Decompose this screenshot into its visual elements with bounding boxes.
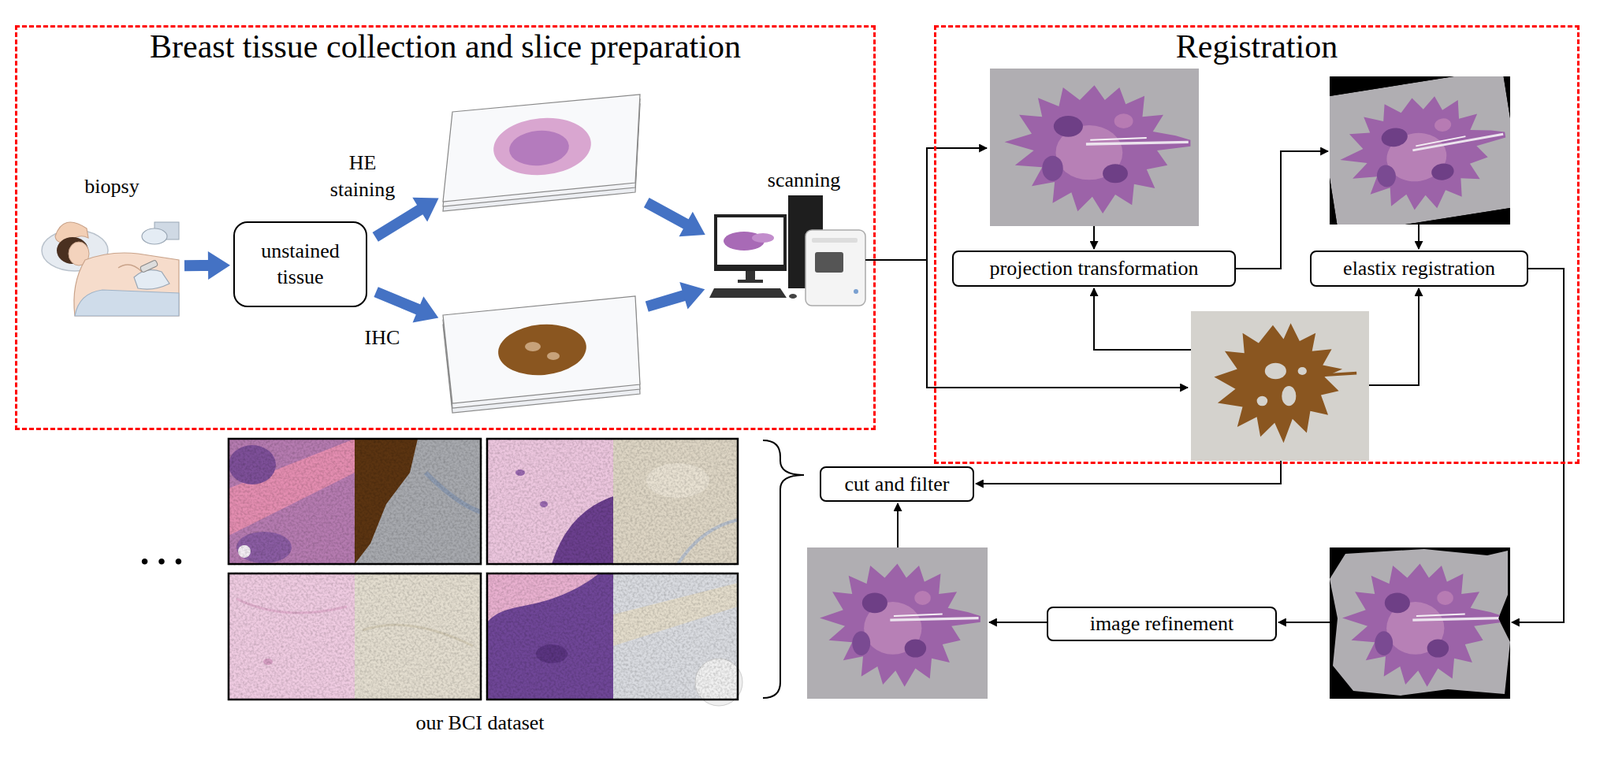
block-arrow — [645, 282, 705, 313]
figure-label: biopsy — [40, 174, 183, 199]
registration-images — [1329, 76, 1511, 225]
biopsy-illustration — [139, 260, 158, 274]
ihc-slide-illustration — [524, 342, 541, 352]
box-label: unstained tissue — [249, 238, 352, 291]
flow-line — [1093, 226, 1095, 250]
block-arrow — [643, 197, 706, 237]
he-slide-illustration — [507, 128, 571, 168]
process-box: projection transformation — [952, 250, 1236, 287]
stage-region: Registration projection transformation ela… — [933, 25, 1580, 465]
he-slide-illustration — [442, 94, 640, 202]
region-title: Breast tissue collection and slice prepa… — [17, 28, 874, 65]
registration-images — [989, 68, 1199, 227]
scanner-illustration — [853, 289, 859, 294]
process-box: unstained tissue — [233, 221, 368, 308]
flow-line — [989, 621, 1047, 624]
flow-line — [975, 461, 1281, 484]
ihc-slide-illustration — [495, 320, 588, 380]
registration-images — [1317, 68, 1525, 235]
flow-line — [1417, 224, 1420, 250]
biopsy-illustration — [133, 270, 170, 290]
scanner-illustration — [805, 230, 866, 306]
ihc-slide-illustration — [546, 352, 560, 361]
registration-images — [1329, 547, 1511, 700]
he-slide-illustration — [442, 94, 640, 212]
scanner-illustration — [714, 214, 787, 272]
box-label: elastix registration — [1343, 256, 1496, 281]
box-label: image refinement — [1090, 611, 1235, 637]
he-slide-illustration — [491, 114, 594, 180]
flow-line — [865, 148, 1564, 623]
flow-line — [1093, 288, 1191, 350]
dataset-tiles — [228, 439, 743, 707]
slide-figure: HE staining — [441, 88, 643, 213]
process-box: elastix registration — [1309, 250, 1529, 287]
dataset-tiles — [228, 439, 738, 700]
process-box: image refinement — [1046, 606, 1277, 642]
scanner-illustration — [751, 233, 774, 243]
block-arrow — [184, 251, 231, 280]
scanner-illustration — [788, 293, 797, 299]
biopsy-illustration — [74, 253, 179, 317]
curly-brace — [762, 440, 804, 699]
dataset-caption: our BCI dataset — [353, 712, 607, 736]
biopsy-figure: biopsy — [40, 174, 183, 317]
process-box: cut and filter — [819, 466, 975, 503]
biopsy-illustration — [41, 222, 179, 317]
flow-line — [1278, 621, 1330, 624]
flow-line — [865, 148, 987, 261]
ellipsis-mark: … — [118, 520, 205, 576]
registration-images — [1329, 76, 1511, 225]
ellipsis-mark-holder: … — [118, 520, 205, 576]
dataset-tiles — [228, 573, 481, 700]
figure-label: scanning — [740, 167, 867, 194]
box-label: projection transformation — [989, 256, 1199, 281]
region-title: Registration — [936, 28, 1578, 65]
dataset-tiles — [228, 565, 738, 573]
stain-label: IHC — [358, 324, 406, 352]
stage-region: Breast tissue collection and slice prepa… — [14, 25, 876, 431]
biopsy-illustration — [74, 290, 179, 317]
flow-line — [1369, 288, 1419, 386]
scanner-illustration — [745, 271, 756, 281]
scanner-illustration — [737, 279, 763, 283]
biopsy-illustration — [118, 264, 142, 272]
block-arrow — [372, 197, 440, 242]
ihc-slide-illustration — [442, 296, 640, 404]
dataset-caption-holder: our BCI dataset — [353, 712, 607, 736]
scanner-illustration — [814, 252, 844, 273]
flow-line — [896, 503, 899, 548]
scanner-figure: scanning — [709, 167, 867, 313]
registration-images — [807, 68, 1525, 700]
dataset-tiles — [228, 439, 481, 565]
stain-label: HE staining — [323, 149, 402, 204]
dataset-tiles — [487, 439, 738, 565]
block-arrow — [373, 286, 439, 323]
scanner-illustration — [717, 217, 784, 265]
biopsy-illustration — [141, 228, 168, 245]
scanner-illustration — [709, 288, 787, 298]
flow-line — [1511, 268, 1564, 623]
scanner-illustration — [811, 238, 858, 243]
slide-figure: IHC — [441, 281, 643, 422]
registration-images — [1190, 311, 1370, 462]
registration-images — [1329, 76, 1511, 225]
dataset-tiles — [487, 573, 738, 700]
scanner-illustration — [709, 195, 866, 306]
ihc-slide-illustration — [442, 296, 640, 414]
registration-images — [807, 547, 988, 700]
registration-images — [1329, 547, 1511, 700]
registration-images — [1329, 547, 1511, 700]
box-label: cut and filter — [844, 472, 950, 497]
